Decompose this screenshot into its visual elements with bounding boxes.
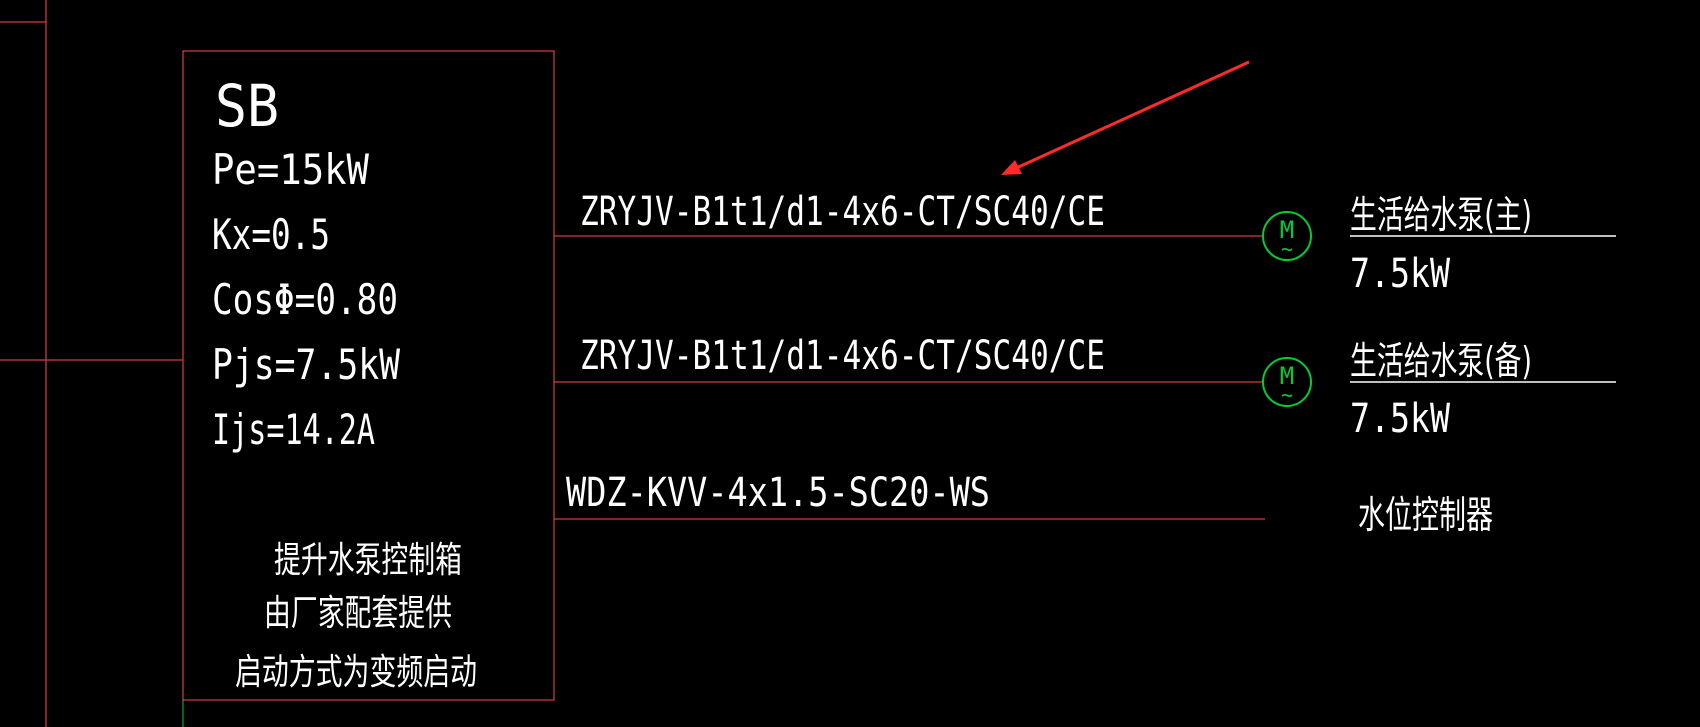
panel-name: SB xyxy=(215,72,279,140)
panel-notes: 提升水泵控制箱 由厂家配套提供 启动方式为变频启动 xyxy=(235,540,477,693)
annotation-arrow-head xyxy=(1001,160,1022,175)
load-1-name: 生活给水泵(主) xyxy=(1350,193,1532,237)
annotation-arrow-shaft xyxy=(1011,60,1250,172)
load-1-power: 7.5kW xyxy=(1350,251,1451,297)
panel-pe: Pe=15kW xyxy=(212,145,370,194)
motor-2-tilde: ~ xyxy=(1281,383,1293,407)
panel-kx: Kx=0.5 xyxy=(212,210,330,259)
annotation-arrow xyxy=(1001,60,1250,175)
circuit-3-cable-label: WDZ-KVV-4x1.5-SC20-WS xyxy=(566,470,990,516)
panel-note-2: 由厂家配套提供 xyxy=(264,593,452,634)
circuit-3: WDZ-KVV-4x1.5-SC20-WS 水位控制器 xyxy=(554,470,1493,537)
panel-pjs: Pjs=7.5kW xyxy=(212,340,401,389)
circuit-2-cable-label: ZRYJV-B1t1/d1-4x6-CT/SC40/CE xyxy=(580,333,1105,379)
panel-note-3: 启动方式为变频启动 xyxy=(235,652,477,693)
motor-2-letter: M xyxy=(1280,362,1294,390)
circuit-1: ZRYJV-B1t1/d1-4x6-CT/SC40/CE M ~ 生活给水泵(主… xyxy=(554,189,1616,297)
panel-ijs: Ijs=14.2A xyxy=(212,405,375,454)
load-2-name: 生活给水泵(备) xyxy=(1350,339,1532,383)
circuit-2: ZRYJV-B1t1/d1-4x6-CT/SC40/CE M ~ 生活给水泵(备… xyxy=(554,333,1616,442)
panel-note-1: 提升水泵控制箱 xyxy=(274,540,462,581)
panel-cos: CosΦ=0.80 xyxy=(212,275,398,324)
circuit-1-cable-label: ZRYJV-B1t1/d1-4x6-CT/SC40/CE xyxy=(580,189,1105,235)
motor-1-tilde: ~ xyxy=(1281,237,1293,261)
load-3-name: 水位控制器 xyxy=(1358,493,1493,537)
motor-1-letter: M xyxy=(1280,216,1294,244)
motor-2-symbol: M ~ xyxy=(1262,357,1312,407)
motor-2-circle xyxy=(1262,357,1312,407)
motor-1-symbol: M ~ xyxy=(1262,211,1312,261)
load-2-power: 7.5kW xyxy=(1350,396,1451,442)
motor-1-circle xyxy=(1262,211,1312,261)
left-border-lines xyxy=(0,0,184,727)
control-box-frame xyxy=(182,50,555,701)
panel-parameters: SB Pe=15kW Kx=0.5 CosΦ=0.80 Pjs=7.5kW Ij… xyxy=(212,72,401,454)
